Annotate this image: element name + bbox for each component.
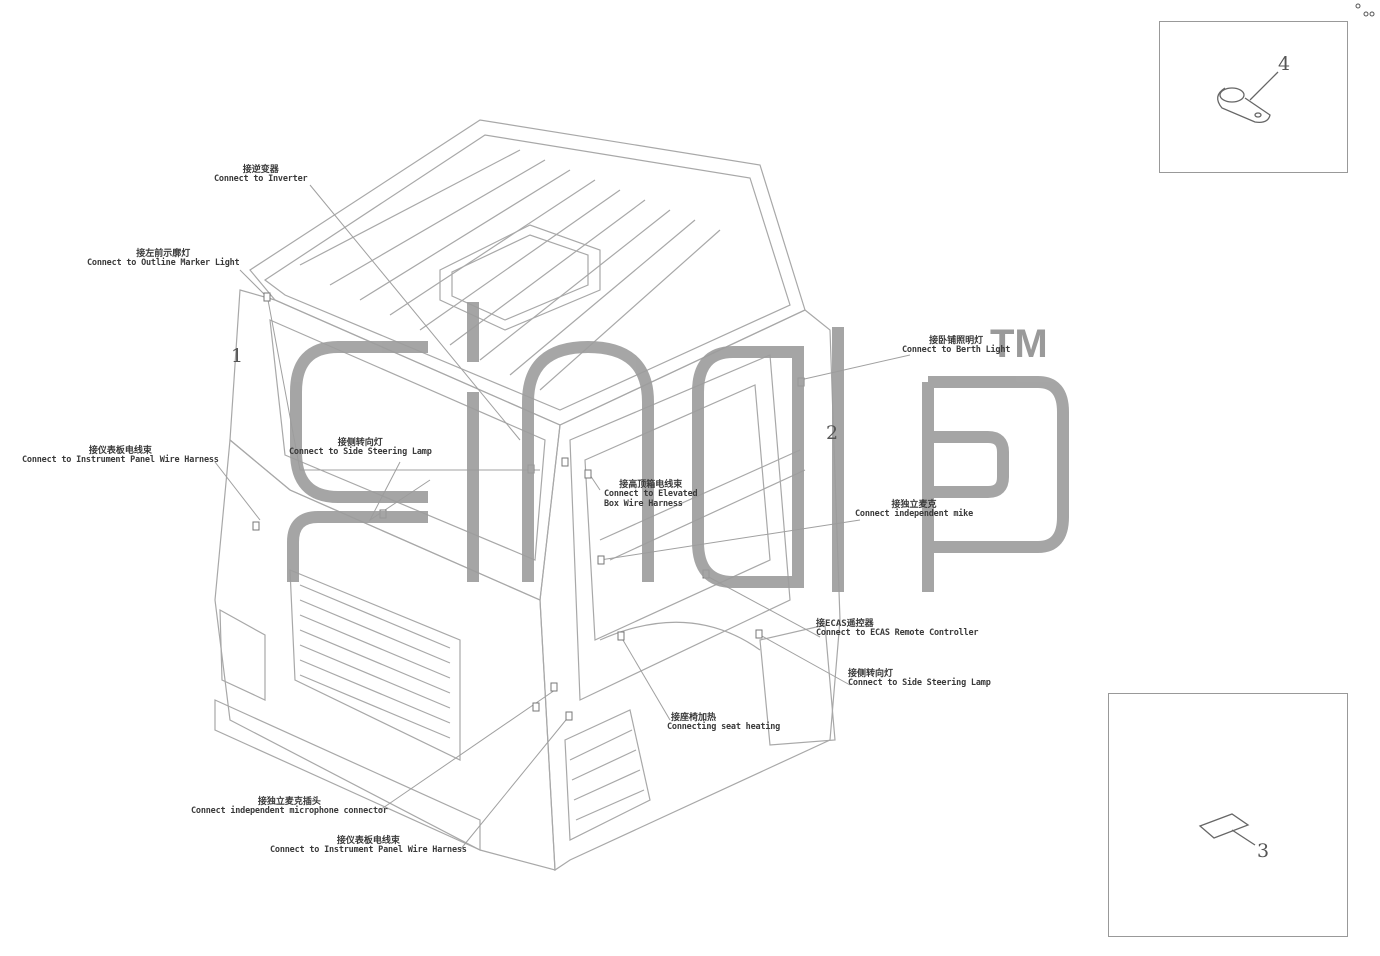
- callout-side-steering-1-cn: 接侧转向灯: [337, 438, 383, 448]
- callout-inverter: 接逆变器 Connect to Inverter: [214, 165, 308, 185]
- callout-elevated-box-cn: 接高顶箱电线束: [619, 480, 683, 490]
- callout-inverter-en: Connect to Inverter: [214, 174, 308, 185]
- callout-instrument-bottom: 接仪表板电线束 Connect to Instrument Panel Wire…: [270, 836, 467, 856]
- tag-part-drawing: [1198, 813, 1256, 846]
- callout-ecas-en: Connect to ECAS Remote Controller: [816, 628, 979, 639]
- callout-berth-light-en: Connect to Berth Light: [902, 345, 1011, 356]
- callout-mike-cn: 接独立麦克: [891, 500, 937, 510]
- clip-part-drawing: [1217, 71, 1279, 123]
- callout-side-steering-1: 接侧转向灯 Connect to Side Steering Lamp: [289, 438, 432, 458]
- callout-ecas: 接ECAS遥控器 Connect to ECAS Remote Controll…: [816, 619, 978, 639]
- callout-side-steering-2-en: Connect to Side Steering Lamp: [848, 678, 991, 689]
- callout-ecas-cn: 接ECAS遥控器: [816, 619, 874, 629]
- callout-elevated-box: 接高顶箱电线束 Connect to Elevated Box Wire Har…: [604, 480, 698, 510]
- callout-berth-light: 接卧铺照明灯 Connect to Berth Light: [902, 336, 1010, 356]
- detail-box-tag: [1108, 693, 1348, 937]
- trademark-symbol: TM: [990, 322, 1048, 366]
- callout-seat-heating-cn: 接座椅加热: [671, 713, 717, 723]
- callout-seat-heating: 接座椅加热 Connecting seat heating: [667, 713, 780, 733]
- callout-elevated-box-en1: Connect to Elevated: [604, 489, 698, 500]
- watermark-brand-text: cinap: [0, 0, 1, 1]
- part-number-4: 4: [1278, 53, 1291, 75]
- callout-elevated-box-en2: Box Wire Harness: [604, 499, 683, 510]
- part-number-3: 3: [1257, 840, 1270, 862]
- callout-instrument-left: 接仪表板电线束 Connect to Instrument Panel Wire…: [22, 446, 219, 466]
- watermark-brand: [278, 262, 1078, 622]
- callout-outline-marker: 接左前示廓灯 Connect to Outline Marker Light: [87, 249, 240, 269]
- part-number-1: 1: [231, 345, 244, 367]
- callout-instrument-left-en: Connect to Instrument Panel Wire Harness: [22, 455, 219, 466]
- corner-mark: [1355, 3, 1375, 17]
- callout-seat-heating-en: Connecting seat heating: [667, 722, 781, 733]
- callout-outline-marker-en: Connect to Outline Marker Light: [87, 258, 240, 269]
- detail-box-clip: [1159, 21, 1348, 173]
- callout-inverter-cn: 接逆变器: [242, 165, 279, 175]
- callout-microphone-cn: 接独立麦克插头: [257, 797, 321, 807]
- callout-instrument-left-cn: 接仪表板电线束: [88, 446, 152, 456]
- callout-instrument-bottom-cn: 接仪表板电线束: [336, 836, 400, 846]
- callout-microphone-en: Connect independent microphone connector: [191, 806, 388, 817]
- callout-berth-light-cn: 接卧铺照明灯: [929, 336, 984, 346]
- callout-mike: 接独立麦克 Connect independent mike: [855, 500, 973, 520]
- part-number-2: 2: [826, 422, 839, 444]
- callout-mike-en: Connect independent mike: [855, 509, 974, 520]
- callout-side-steering-1-en: Connect to Side Steering Lamp: [289, 447, 432, 458]
- callout-instrument-bottom-en: Connect to Instrument Panel Wire Harness: [270, 845, 467, 856]
- callout-outline-marker-cn: 接左前示廓灯: [136, 249, 191, 259]
- callout-side-steering-2: 接侧转向灯 Connect to Side Steering Lamp: [848, 669, 991, 689]
- callout-side-steering-2-cn: 接侧转向灯: [848, 669, 894, 679]
- watermark-logo: [287, 302, 1069, 592]
- callout-microphone: 接独立麦克插头 Connect independent microphone c…: [191, 797, 388, 817]
